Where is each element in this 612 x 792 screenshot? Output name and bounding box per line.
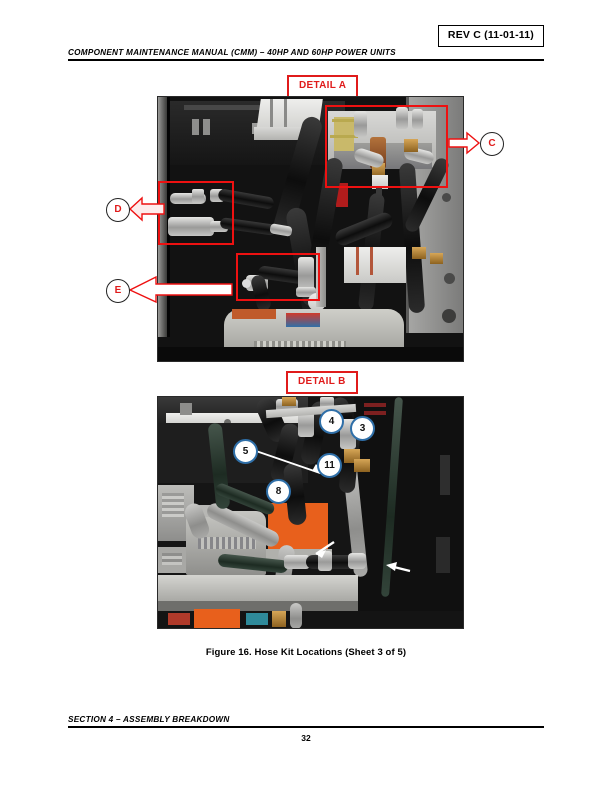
photo-detail-a: [157, 96, 464, 362]
header-divider: [68, 59, 544, 61]
callout-e-label: E: [114, 285, 122, 296]
highlight-box-c: [325, 105, 448, 188]
callout-d: D: [106, 198, 130, 222]
callout-5: 5: [233, 439, 258, 464]
callout-11-label: 11: [324, 459, 335, 471]
callout-8: 8: [266, 479, 291, 504]
detail-b-label: DETAIL B: [286, 371, 358, 394]
footer-divider: [68, 726, 544, 728]
figure-caption: Figure 16. Hose Kit Locations (Sheet 3 o…: [205, 647, 407, 658]
callout-e-arrow: [128, 275, 233, 304]
photo-b-arrow-1: [315, 541, 335, 558]
highlight-box-e: [236, 253, 320, 301]
highlight-box-d: [158, 181, 234, 245]
footer-section-title: SECTION 4 – ASSEMBLY BREAKDOWN: [68, 715, 230, 724]
callout-4-label: 4: [328, 415, 335, 427]
callout-3-label: 3: [359, 422, 366, 434]
photo-detail-b: [157, 396, 464, 629]
photo-b-arrow-2: [386, 562, 411, 573]
callout-8-label: 8: [275, 485, 282, 497]
callout-d-label: D: [114, 204, 122, 215]
callout-4: 4: [319, 409, 344, 434]
callout-e: E: [106, 279, 130, 303]
callout-11: 11: [317, 453, 342, 478]
callout-c-label: C: [488, 138, 496, 149]
callout-d-arrow: [128, 196, 165, 222]
callout-c: C: [480, 132, 504, 156]
header-title: COMPONENT MAINTENANCE MANUAL (CMM) – 40H…: [68, 48, 396, 57]
callout-3: 3: [350, 416, 375, 441]
revision-badge: REV C (11-01-11): [437, 25, 544, 47]
detail-a-label: DETAIL A: [287, 75, 359, 98]
callout-c-arrow: [448, 131, 481, 155]
callout-5-label: 5: [242, 445, 249, 457]
page-number: 32: [301, 733, 311, 743]
